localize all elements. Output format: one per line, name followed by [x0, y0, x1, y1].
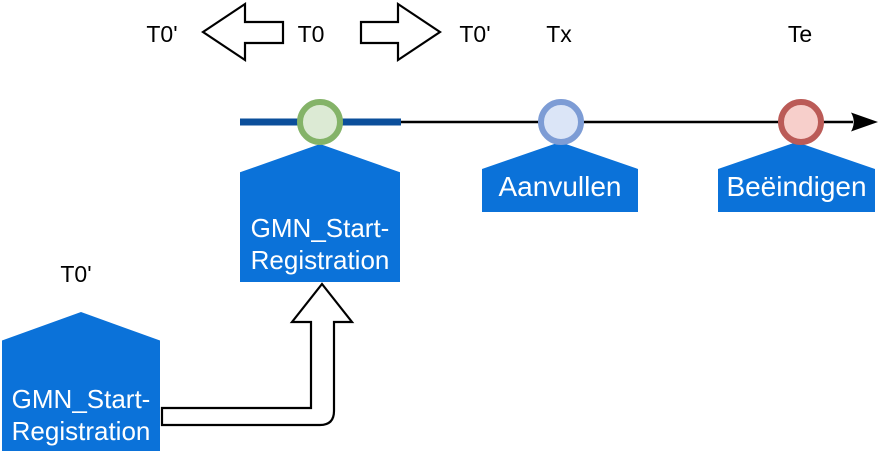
callout-start-registration-source-line2: Registration: [11, 416, 151, 446]
event-marker-blue: [538, 99, 584, 145]
callout-start-registration-line2: Registration: [250, 245, 390, 275]
label-t0: T0: [297, 21, 325, 47]
callout-beeindigen-label: Beëindigen: [726, 171, 867, 202]
label-t0-prime-bottom: T0': [60, 261, 92, 287]
callout-start-registration: GMN_Start- Registration: [240, 144, 400, 282]
block-arrow-left-icon: [201, 1, 285, 63]
elbow-arrow-up-icon: [160, 282, 355, 427]
label-te: Te: [787, 21, 813, 47]
block-arrow-right-icon: [359, 1, 442, 63]
timeline-arrowhead-icon: [851, 112, 878, 132]
event-marker-red: [778, 99, 824, 145]
label-t0-prime-right: T0': [459, 21, 491, 47]
label-t0-prime-left: T0': [146, 21, 178, 47]
callout-start-registration-source: GMN_Start- Registration: [2, 312, 160, 451]
callout-start-registration-line1: GMN_Start-: [250, 213, 390, 243]
event-marker-green: [297, 99, 343, 145]
label-tx: Tx: [546, 21, 572, 47]
callout-start-registration-source-line1: GMN_Start-: [11, 384, 151, 414]
callout-aanvullen-label: Aanvullen: [498, 171, 622, 202]
